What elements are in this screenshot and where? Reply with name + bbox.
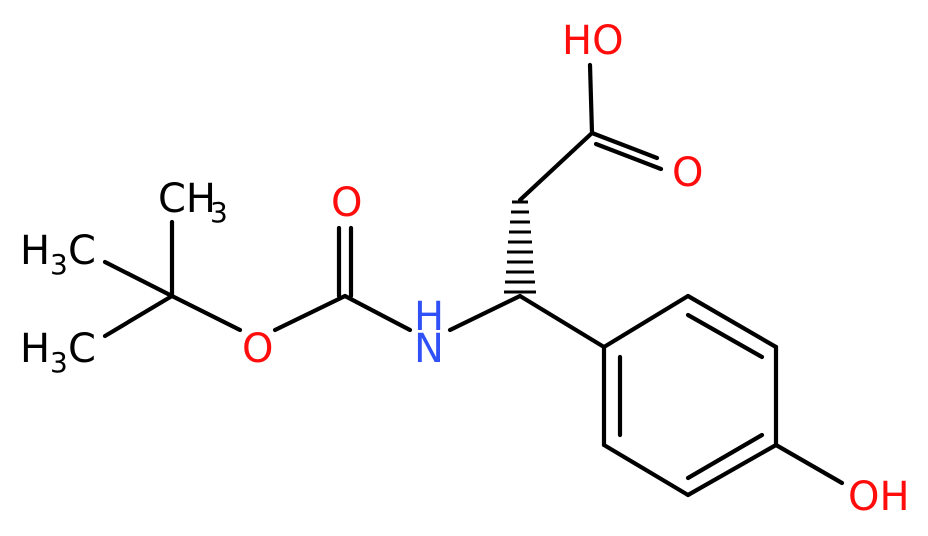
methyl-top-label: CH — [158, 176, 216, 222]
bond-tbu-methyl-mid — [102, 259, 175, 299]
ring-bond-2 — [685, 293, 779, 350]
methyl-low-c-label: C — [68, 326, 96, 372]
methyl-top-subscript: 3 — [210, 196, 228, 229]
bond-ch2-cooh — [517, 130, 595, 203]
carbamate-carbonyl-oxygen-label: O — [331, 180, 362, 226]
acid-hydroxyl-label: HO — [562, 18, 624, 64]
amine-nitrogen-label: N — [414, 326, 444, 372]
methyl-low-h-label: H — [20, 326, 50, 372]
bond-carbonyl-ester-o — [272, 293, 348, 333]
bond-stereo-nh — [447, 293, 523, 333]
bond-ring-oh — [773, 442, 845, 486]
bond-c-oh — [587, 62, 595, 136]
methyl-mid-h-label: H — [20, 228, 50, 274]
methyl-low-subscript: 3 — [50, 346, 68, 379]
ester-oxygen-label: O — [242, 326, 273, 372]
acid-carbonyl-oxygen-label: O — [672, 150, 703, 196]
bond-stereo-ring — [517, 293, 607, 350]
phenol-hydroxyl-label: OH — [848, 474, 910, 520]
ring-inner-bond-a — [685, 312, 765, 360]
ring-bond-4 — [685, 442, 779, 498]
bond-ester-o-tbu — [169, 293, 243, 333]
bond-nh-carbonyl — [342, 293, 413, 333]
amine-hydrogen-label: H — [414, 294, 444, 340]
methyl-mid-subscript: 3 — [50, 248, 68, 281]
ring-inner-bond-b — [685, 432, 765, 481]
ring-bond-5 — [601, 442, 691, 498]
bond-c-o-double-1 — [589, 130, 660, 161]
ring-bond-1 — [601, 293, 691, 350]
bond-c-o-double-2 — [593, 141, 664, 172]
bond-tbu-methyl-low — [102, 293, 175, 339]
methyl-mid-c-label: C — [68, 228, 96, 274]
hashed-wedge-bond — [504, 200, 536, 294]
